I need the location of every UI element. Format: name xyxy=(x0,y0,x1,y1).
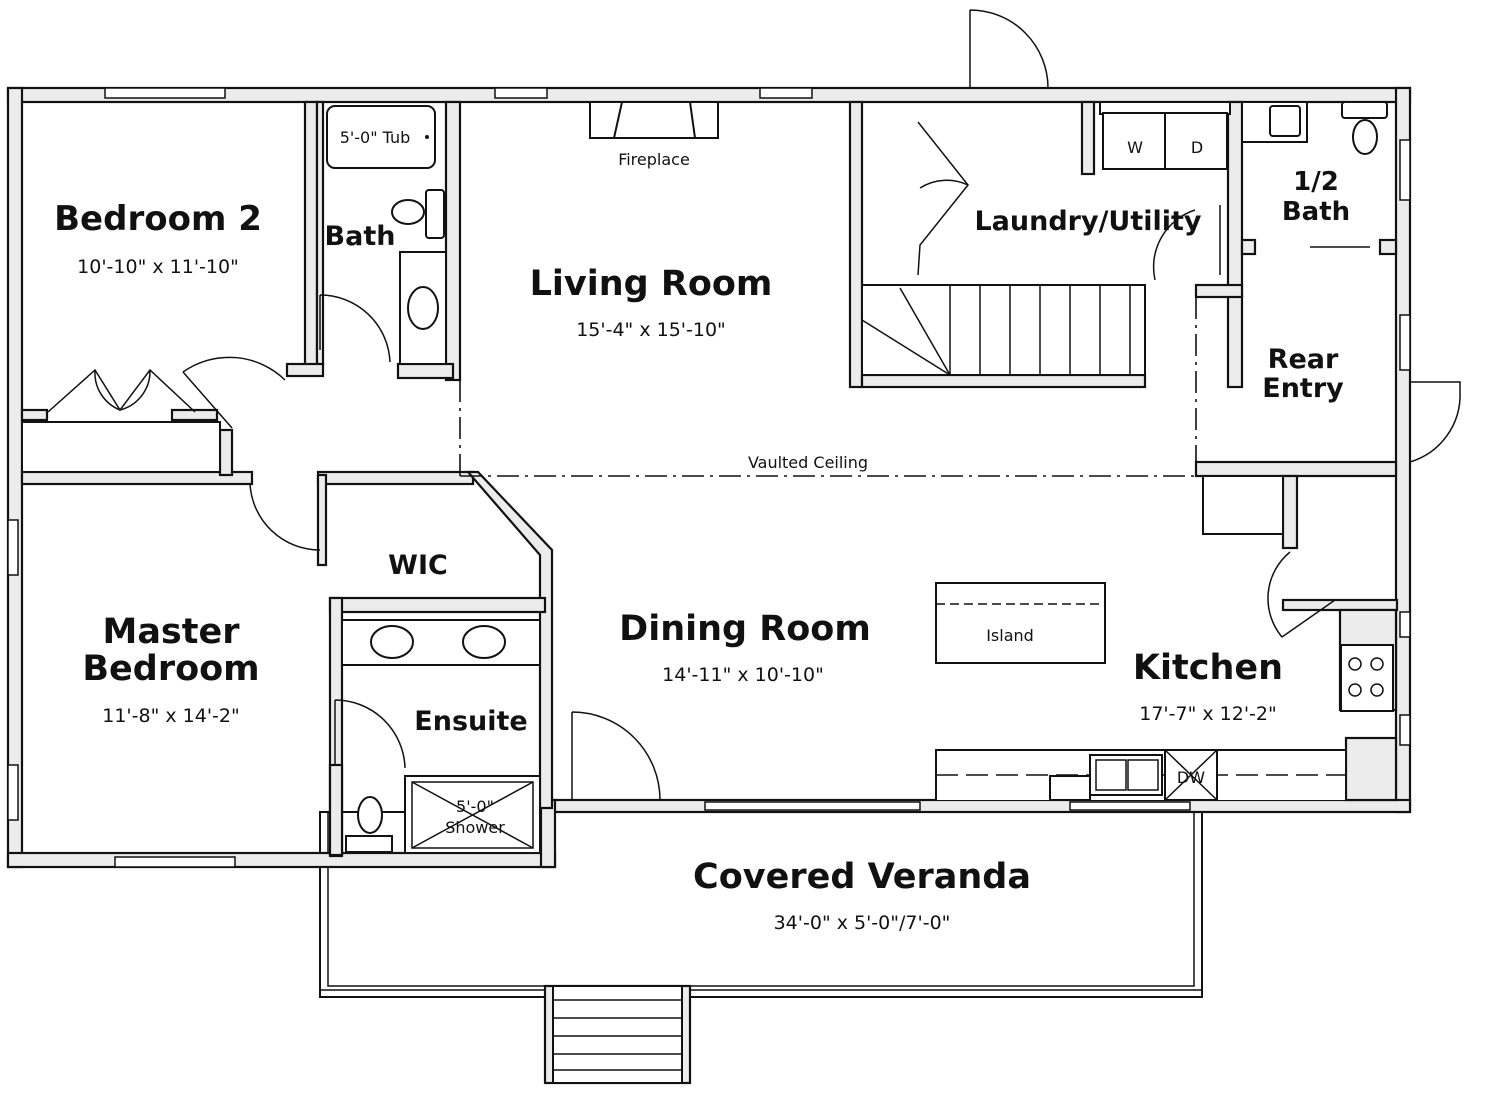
master-label-1: Master xyxy=(102,612,240,652)
dining-room-label: Dining Room xyxy=(619,609,871,649)
rear-entry-label-1: Rear xyxy=(1268,344,1339,375)
doors xyxy=(47,9,1461,801)
half-bath-label-2: Bath xyxy=(1282,197,1350,227)
rear-entry-label-2: Entry xyxy=(1262,373,1344,404)
shower-label-2: Shower xyxy=(445,818,505,837)
fireplace-icon xyxy=(589,101,719,139)
ensuite-label: Ensuite xyxy=(414,706,527,737)
kitchen-label: Kitchen xyxy=(1133,648,1283,688)
veranda-size: 34'-0" x 5'-0"/7'-0" xyxy=(774,912,951,934)
fixtures xyxy=(326,101,1394,854)
dining-room-size: 14'-11" x 10'-10" xyxy=(662,664,824,686)
shower xyxy=(404,775,541,854)
master-size: 11'-8" x 14'-2" xyxy=(102,705,240,727)
living-room-label: Living Room xyxy=(530,264,773,304)
kitchen-island xyxy=(935,582,1106,664)
bedroom2-label: Bedroom 2 xyxy=(54,199,262,239)
exterior-walls xyxy=(6,86,1412,869)
washer-label: W xyxy=(1127,138,1143,157)
sink-icon xyxy=(407,286,439,330)
master-label-2: Bedroom xyxy=(82,649,259,689)
fireplace-label: Fireplace xyxy=(618,150,690,169)
dryer-label: D xyxy=(1191,138,1203,157)
half-bath-label-1: 1/2 xyxy=(1293,167,1339,197)
shower-label-1: 5'-0" xyxy=(456,797,494,816)
laundry-label: Laundry/Utility xyxy=(974,206,1201,237)
staircase xyxy=(861,284,1146,376)
kitchen-size: 17'-7" x 12'-2" xyxy=(1139,703,1277,725)
bathtub xyxy=(326,105,436,169)
living-room-size: 15'-4" x 15'-10" xyxy=(576,319,726,341)
veranda-structure xyxy=(319,811,1203,1085)
veranda-label: Covered Veranda xyxy=(693,857,1031,897)
vaulted-ceiling-label: Vaulted Ceiling xyxy=(748,453,868,472)
bath-label: Bath xyxy=(325,221,396,252)
vaulted-ceiling-lines xyxy=(459,297,1197,477)
washer-dryer xyxy=(1099,101,1231,170)
fridge xyxy=(1202,475,1284,535)
dishwasher xyxy=(1164,749,1218,801)
stove-icon xyxy=(1340,644,1394,712)
toilet-icon xyxy=(391,199,425,225)
tub-label: 5'-0" Tub xyxy=(340,128,411,147)
room-labels: Bedroom 2 10'-10" x 11'-10" Bath 5'-0" T… xyxy=(54,128,1350,934)
dishwasher-label: DW xyxy=(1177,768,1205,787)
bedroom2-size: 10'-10" x 11'-10" xyxy=(77,256,239,278)
wic-label: WIC xyxy=(388,550,448,581)
island-label: Island xyxy=(986,626,1034,645)
kitchen-sink xyxy=(1089,754,1163,796)
